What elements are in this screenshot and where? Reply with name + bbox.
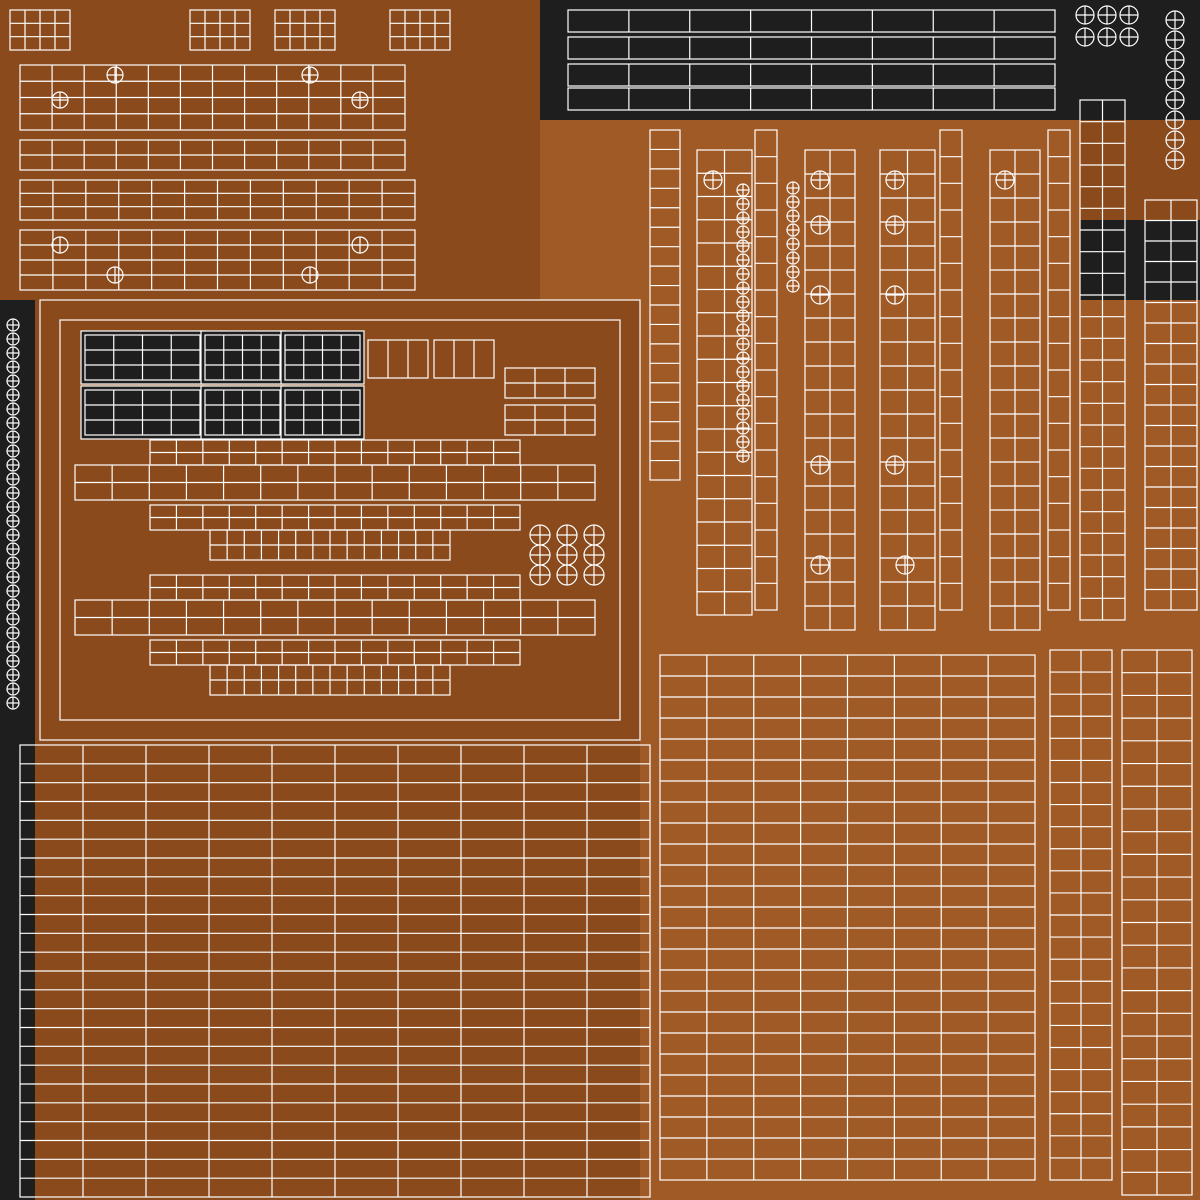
tab-piece — [433, 339, 495, 379]
frame-inner — [59, 319, 621, 721]
frame-outline — [39, 299, 641, 741]
uv-wireframe — [6, 5, 1198, 1198]
tab-piece — [367, 339, 429, 379]
empty-region-top-right — [540, 0, 1200, 125]
